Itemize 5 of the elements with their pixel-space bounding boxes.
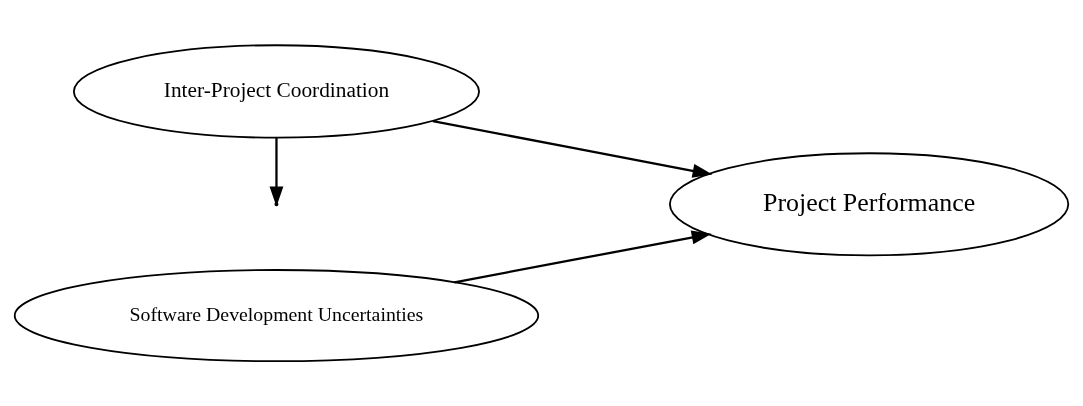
node-ellipse: Inter-Project Coordination bbox=[72, 44, 480, 139]
node-ellipse: Software Development Uncertainties bbox=[13, 269, 540, 363]
arrow bbox=[454, 230, 712, 284]
arrow bbox=[432, 119, 713, 178]
node-ellipse: Project Performance bbox=[668, 152, 1070, 257]
